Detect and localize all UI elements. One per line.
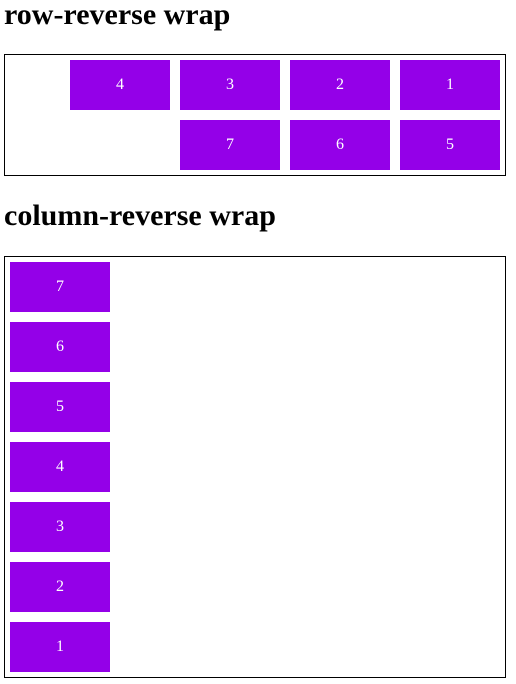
flex-item-2: 2 [10,562,110,612]
flex-item-4: 4 [70,60,170,110]
flex-item-6: 6 [10,322,110,372]
flex-item-6: 6 [290,120,390,170]
flex-container-row-reverse-wrap: 1 2 3 4 5 6 7 [4,54,506,176]
flex-item-2: 2 [290,60,390,110]
flex-item-1: 1 [10,622,110,672]
flex-item-4: 4 [10,442,110,492]
flex-container-column-reverse-wrap: 1 2 3 4 5 6 7 [4,256,506,678]
flex-item-1: 1 [400,60,500,110]
flex-item-3: 3 [10,502,110,552]
section-title-column-reverse-wrap: column-reverse wrap [4,199,276,232]
flex-item-3: 3 [180,60,280,110]
flex-item-7: 7 [10,262,110,312]
flex-item-7: 7 [180,120,280,170]
flex-item-5: 5 [400,120,500,170]
section-title-row-reverse-wrap: row-reverse wrap [4,0,231,31]
flex-item-5: 5 [10,382,110,432]
